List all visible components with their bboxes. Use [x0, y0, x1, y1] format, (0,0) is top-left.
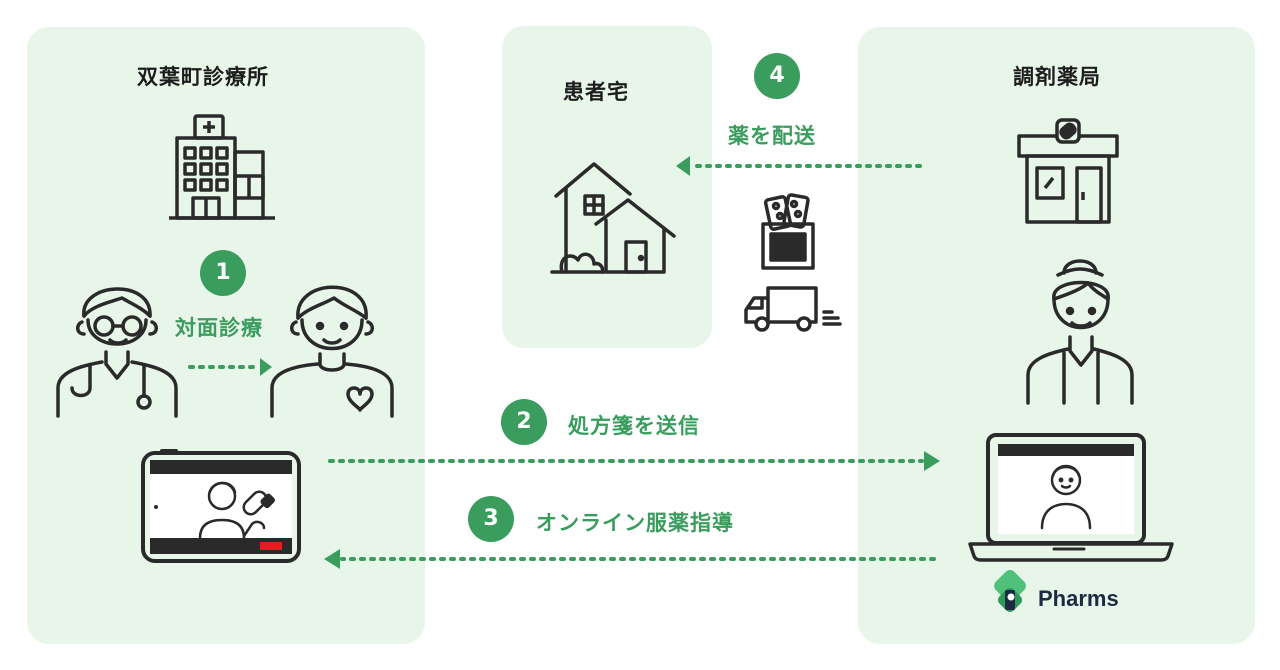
step-1-badge: 1: [200, 250, 246, 296]
tablet-icon: [141, 449, 301, 563]
hospital-icon: [169, 114, 275, 220]
step-3-arrow: [324, 549, 936, 569]
pharmacy-title: 調剤薬局: [1013, 65, 1101, 89]
step-4-arrow: [676, 156, 922, 176]
brand-name: Pharms: [1038, 586, 1119, 611]
pharms-logo: [994, 569, 1026, 613]
step-1-arrow: [188, 358, 272, 376]
step-2-label: 処方箋を送信: [568, 414, 700, 438]
truck-icon: [744, 286, 842, 332]
patient-icon: [270, 285, 394, 418]
home-title: 患者宅: [563, 80, 629, 104]
step-3-badge: 3: [468, 496, 514, 542]
step-1-label: 対面診療: [175, 316, 263, 340]
step-3-label: オンライン服薬指導: [536, 511, 734, 535]
step-2-arrow: [328, 451, 940, 471]
step-4-badge: 4: [754, 53, 800, 99]
step-4-label: 薬を配送: [728, 124, 816, 148]
medicine-box-icon: [761, 193, 815, 270]
doctor-icon: [56, 287, 178, 418]
clinic-title: 双葉町診療所: [137, 65, 269, 89]
house-icon: [550, 162, 676, 274]
home-panel: [502, 26, 712, 348]
pharmacy-store-icon: [1017, 118, 1119, 224]
step-2-badge: 2: [501, 399, 547, 445]
laptop-icon: [968, 433, 1174, 562]
pharmacist-icon: [1026, 259, 1134, 405]
